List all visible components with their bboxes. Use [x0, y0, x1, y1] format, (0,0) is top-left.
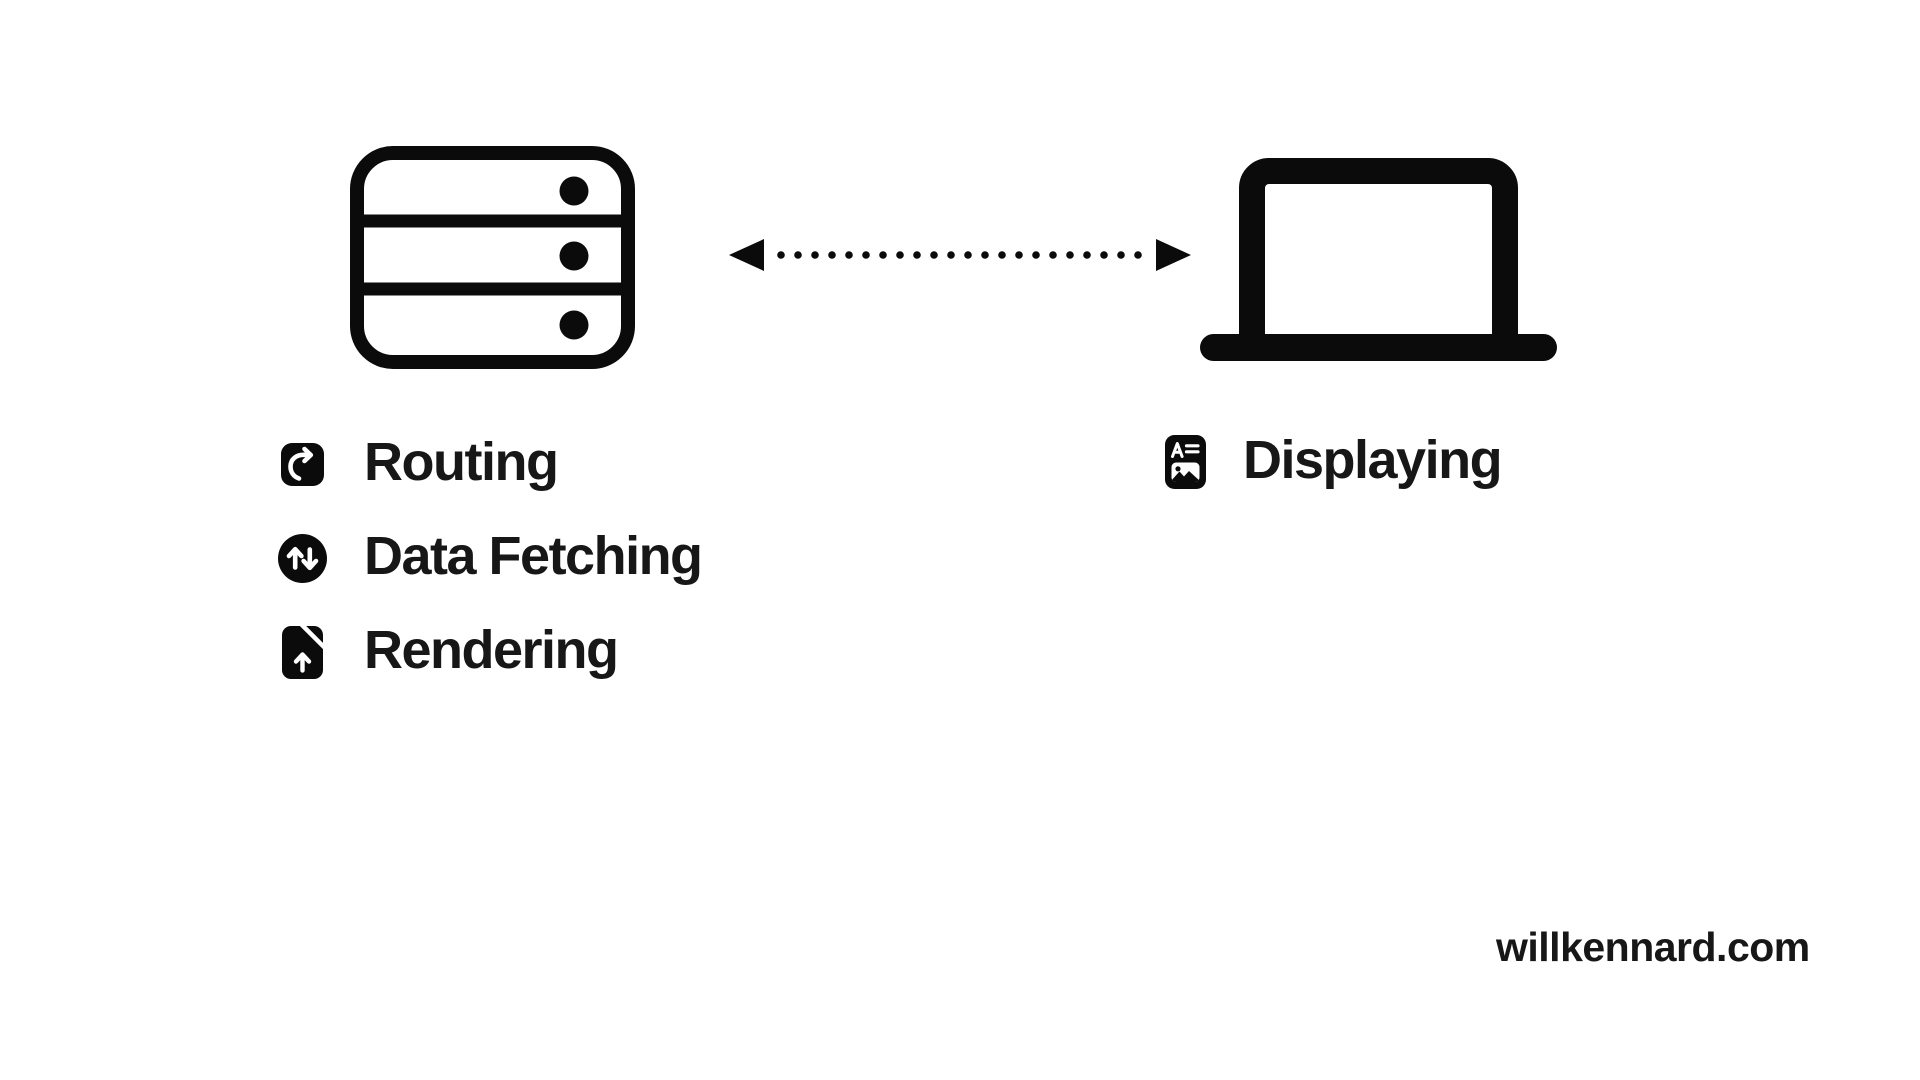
watermark-text: willkennard.com — [1496, 924, 1810, 970]
list-item-rendering: Rendering — [277, 620, 702, 680]
curved-arrow-right-icon — [277, 442, 327, 486]
list-item-routing: Routing — [277, 432, 702, 492]
document-upload-icon — [277, 625, 327, 679]
list-item-displaying: Displaying — [1163, 430, 1503, 490]
laptop-icon — [1200, 158, 1557, 361]
dotted-double-arrow — [729, 239, 1191, 271]
rich-text-document-icon — [1163, 435, 1207, 489]
list-item-data-fetching: Data Fetching — [277, 526, 703, 586]
capability-label: Displaying — [1243, 430, 1503, 490]
server-rack-icon — [350, 146, 635, 369]
server-capabilities-list: Routing Data Fetching Rendering — [277, 432, 703, 718]
capability-label: Rendering — [364, 620, 619, 680]
capability-label: Routing — [364, 432, 559, 492]
client-capabilities-list: Displaying — [1163, 430, 1503, 528]
capability-label: Data Fetching — [364, 526, 703, 586]
up-down-arrows-circle-icon — [277, 533, 327, 583]
